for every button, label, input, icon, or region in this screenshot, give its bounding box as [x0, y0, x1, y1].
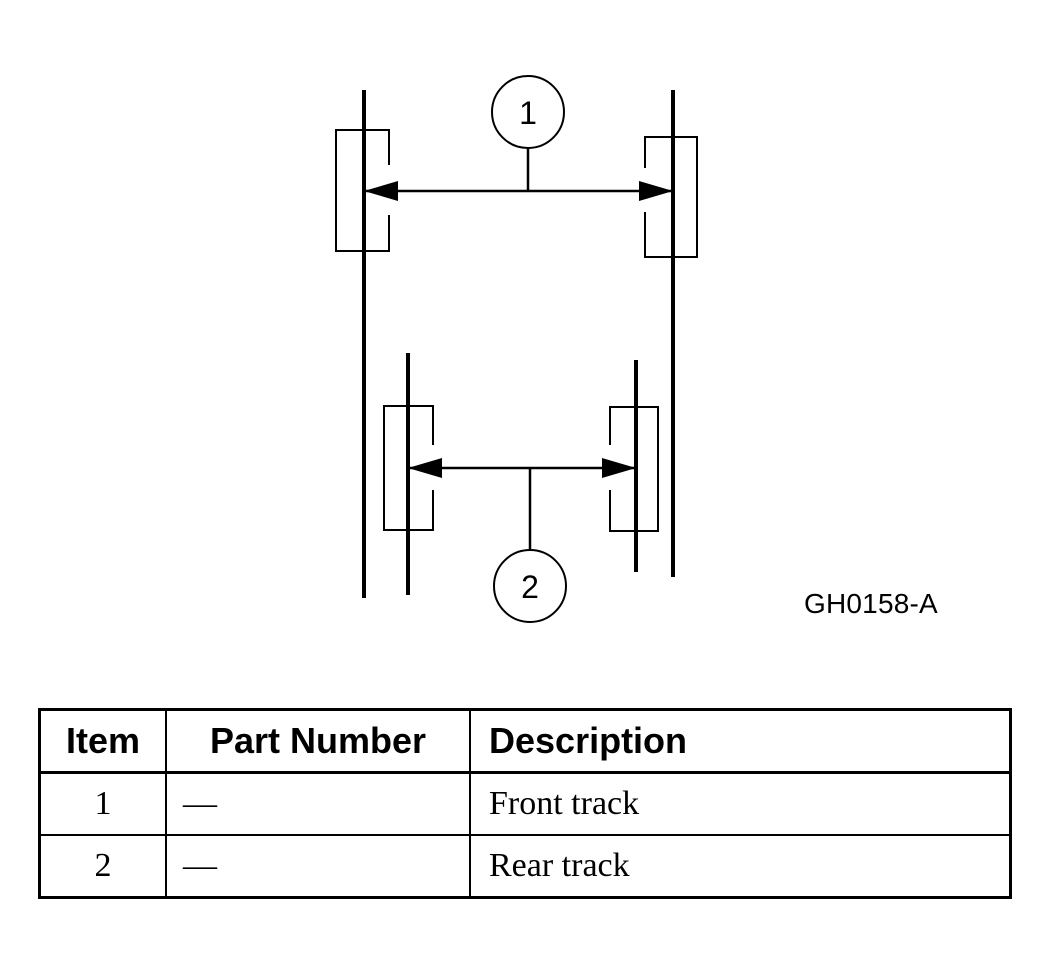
callout-1-label: 1	[519, 95, 537, 131]
row-part-number: —	[165, 771, 471, 836]
figure-code: GH0158-A	[804, 588, 938, 619]
row-description: Front track	[469, 771, 1012, 836]
table-row: 2 — Rear track	[38, 834, 1012, 899]
track-width-diagram: 1 2	[335, 75, 698, 623]
header-part-number: Part Number	[165, 708, 471, 774]
callout-2-bubble: 2	[493, 549, 567, 623]
front-left-tire	[335, 129, 390, 252]
legend-table: Item Part Number Description 1 — Front t…	[38, 708, 1012, 899]
legend-header-row: Item Part Number Description	[38, 708, 1012, 774]
callout-2-label: 2	[521, 569, 539, 605]
table-row: 1 — Front track	[38, 771, 1012, 836]
row-part-number: —	[165, 834, 471, 899]
row-item: 1	[38, 771, 167, 836]
rear-right-tire	[609, 406, 659, 532]
row-item: 2	[38, 834, 167, 899]
header-item: Item	[38, 708, 167, 774]
header-description: Description	[469, 708, 1012, 774]
front-right-tire	[644, 136, 698, 258]
row-description: Rear track	[469, 834, 1012, 899]
rear-left-tire	[383, 405, 434, 531]
callout-1-bubble: 1	[491, 75, 565, 149]
